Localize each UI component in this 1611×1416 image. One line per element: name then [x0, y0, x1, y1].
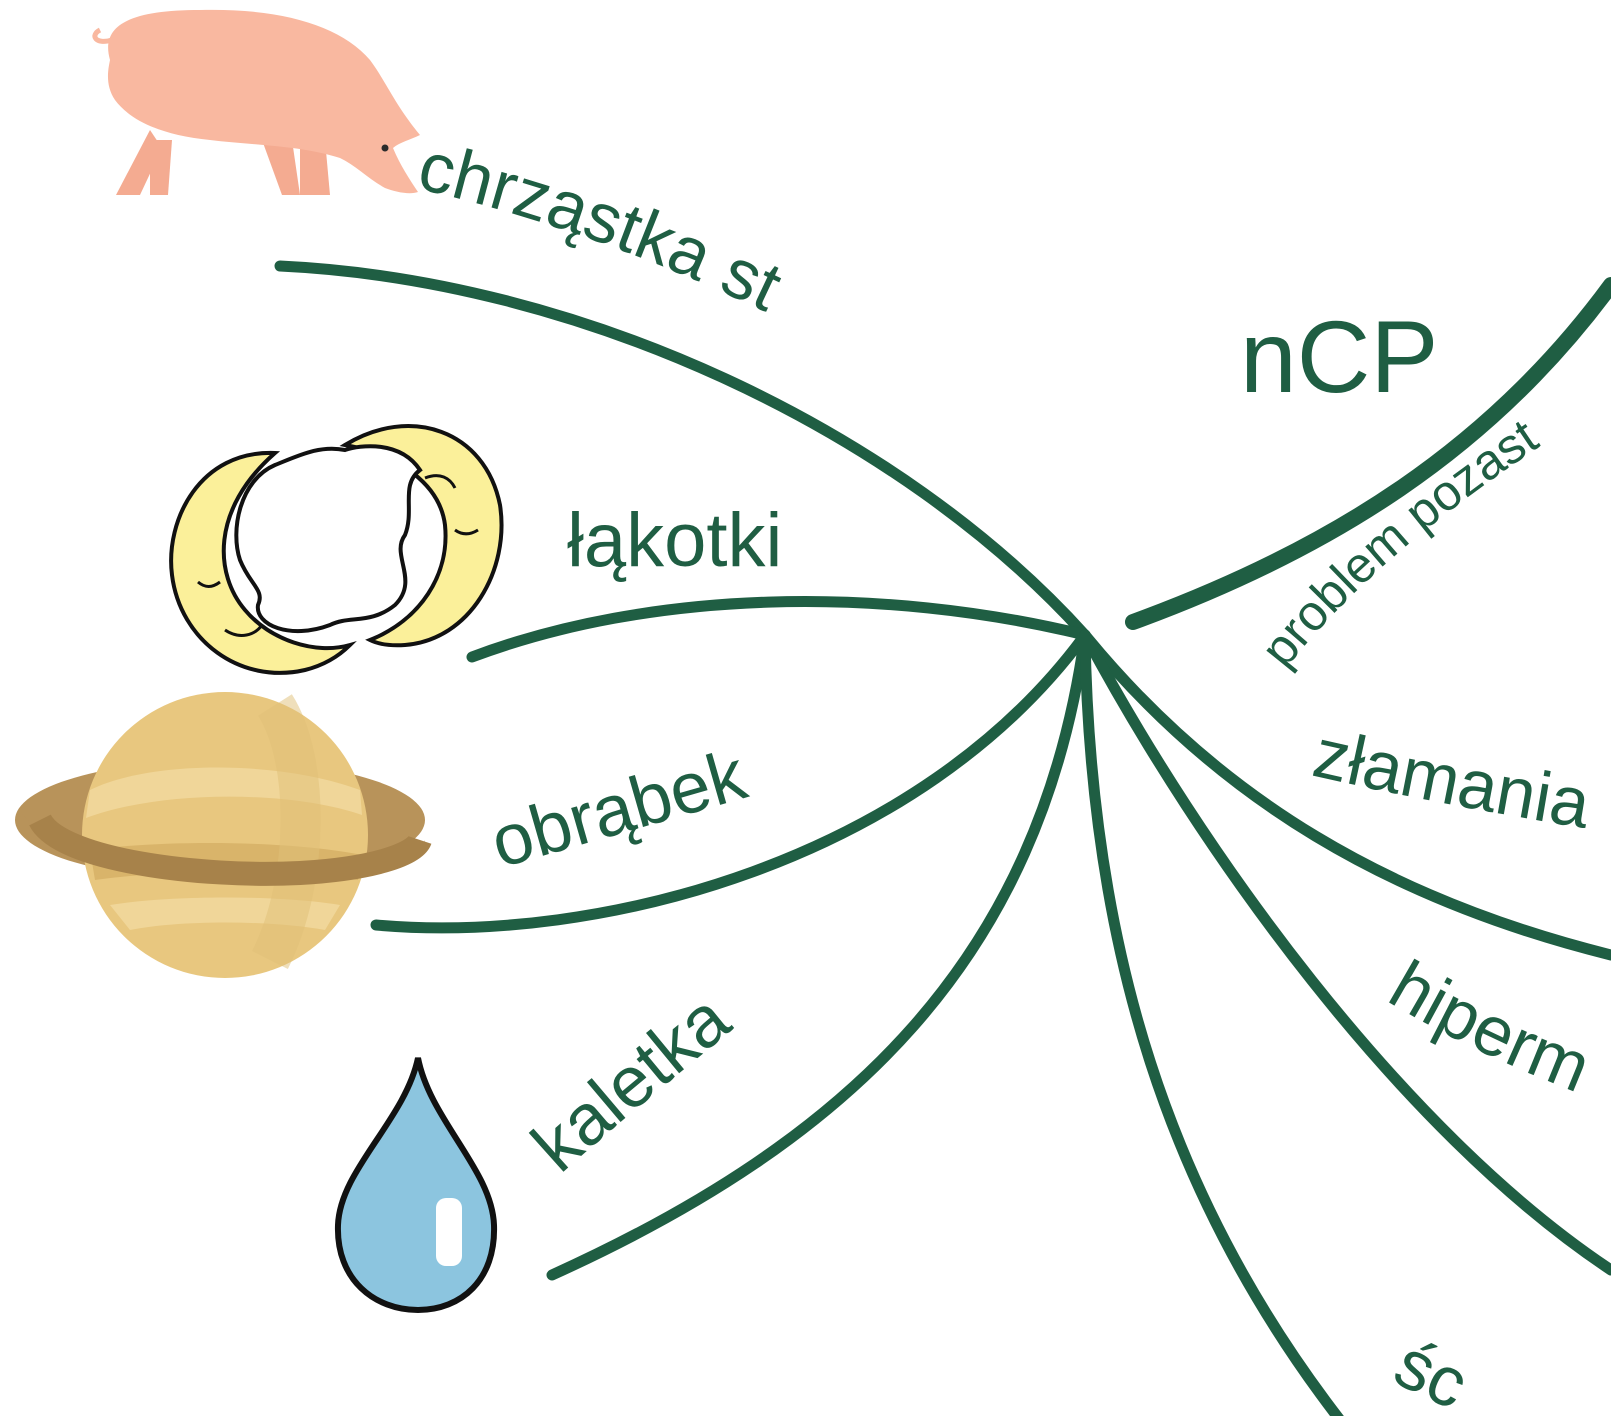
branch-label-lakotki: łąkotki [567, 498, 782, 583]
saturn-icon [15, 692, 432, 978]
water-drop-icon [334, 1057, 498, 1314]
branch-line-hiperm [1079, 629, 1611, 1276]
branch-label-hiperm: hiperm [1377, 946, 1601, 1107]
branch-label-sc: śc [1383, 1324, 1479, 1416]
branch-line-obrabek [370, 629, 1091, 934]
branch-line-central [1125, 277, 1611, 630]
branch-lines [274, 260, 1611, 1416]
pig-icon [92, 9, 420, 195]
branch-label-kaletka: kaletka [517, 978, 745, 1187]
moons-icon [169, 424, 504, 675]
branch-line-sc [1079, 629, 1344, 1416]
branch-label-problem: problem pozast [1250, 408, 1548, 677]
central-topic: nCP [1240, 300, 1438, 414]
branch-line-zlamania [1079, 629, 1611, 961]
branch-line-kaletka [546, 629, 1091, 1281]
branch-label-zlamania: złamania [1307, 714, 1596, 843]
branch-line-lakotki [466, 596, 1091, 663]
branch-label-obrabek: obrąbek [482, 734, 755, 883]
branch-line-chrzastka [274, 260, 1091, 641]
